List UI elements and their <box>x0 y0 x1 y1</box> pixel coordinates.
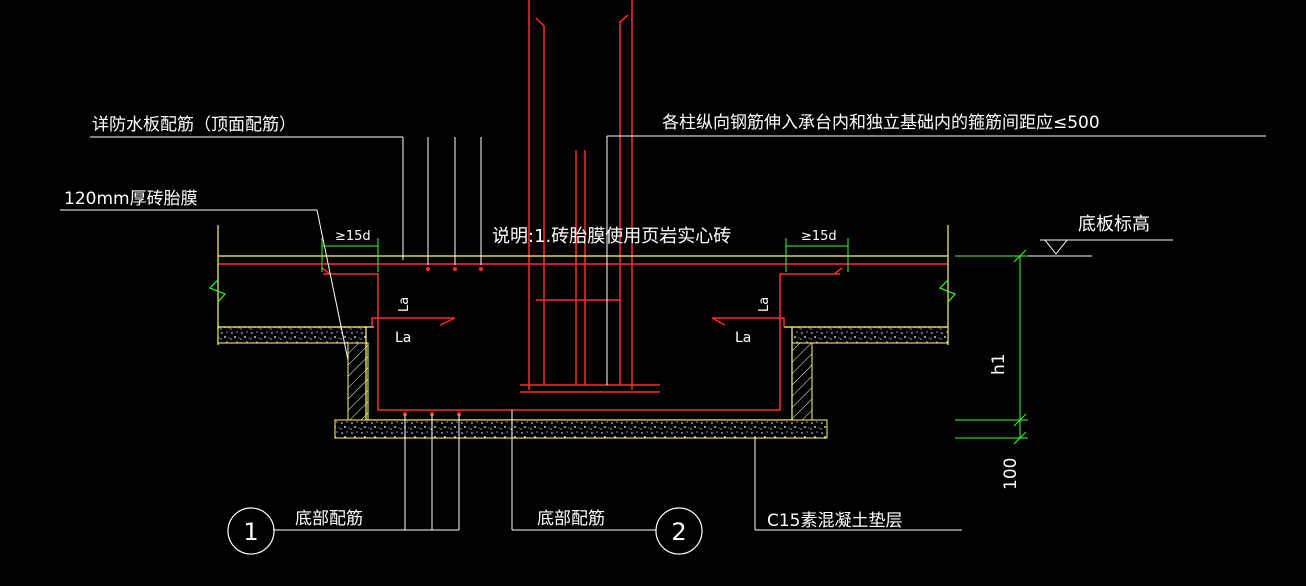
la-right-vertical-label: La <box>757 297 772 312</box>
bottom-rebar-left-label: 底部配筋 <box>295 509 363 529</box>
c15-bottom-cushion <box>334 419 828 439</box>
la-left-horizontal-label: La <box>395 330 411 346</box>
brick-mold-label: 120mm厚砖胎膜 <box>64 189 198 209</box>
column <box>520 0 660 393</box>
hundred-label: 100 <box>1001 458 1021 490</box>
pit-rebar <box>321 267 843 411</box>
h1-label: h1 <box>989 353 1009 375</box>
la-left-vertical-label: La <box>397 297 412 312</box>
explanation-label: 说明:1.砖胎膜使用页岩实心砖 <box>492 226 731 247</box>
ge15d-right-label: ≥15d <box>801 229 837 244</box>
bottom-rebar-right-label: 底部配筋 <box>537 509 605 529</box>
right-cushion-layer <box>791 326 949 344</box>
slab-elevation-label: 底板标高 <box>1078 214 1150 235</box>
callout-circle-1 <box>227 507 275 555</box>
elevation-marker-icon <box>1043 239 1069 255</box>
callout-circle-2 <box>655 507 703 555</box>
right-brick-mold <box>791 342 813 421</box>
rebar-dots <box>403 267 483 416</box>
callout-number-2: 2 <box>671 518 686 546</box>
la-right-horizontal-label: La <box>735 330 751 346</box>
ge15d-left-label: ≥15d <box>335 229 371 244</box>
column-note-label: 各柱纵向钢筋伸入承台内和独立基础内的箍筋间距应≤500 <box>662 113 1100 133</box>
waterproof-rebar-label: 详防水板配筋（顶面配筋） <box>92 115 296 135</box>
dimension-lines <box>321 238 1028 445</box>
slab-top <box>208 225 957 345</box>
leader-lines <box>60 135 1266 531</box>
left-brick-mold <box>347 342 369 421</box>
callout-number-1: 1 <box>243 518 258 546</box>
c15-cushion-label: C15素混凝土垫层 <box>767 511 903 531</box>
